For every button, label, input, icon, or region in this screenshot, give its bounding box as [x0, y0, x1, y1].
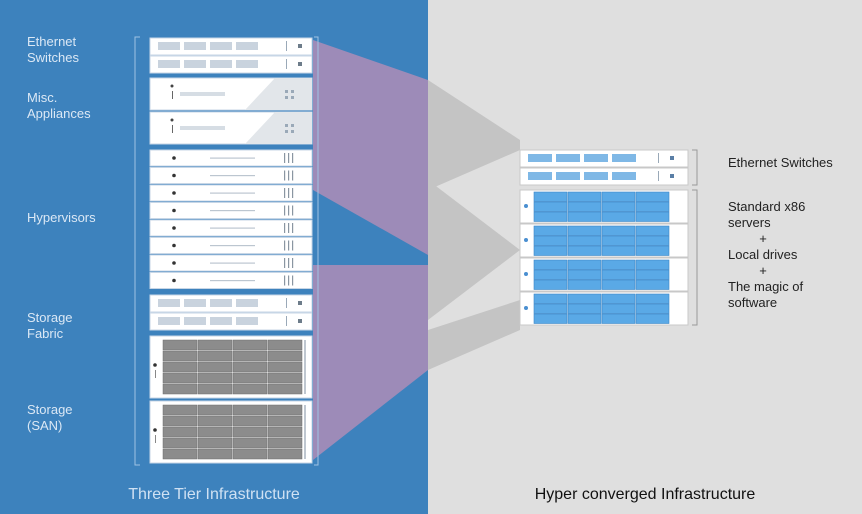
- ethernet-switch-unit: [149, 37, 313, 56]
- san-storage-array: [149, 335, 313, 399]
- label-line: software: [728, 295, 778, 310]
- label-line: Storage: [27, 310, 73, 325]
- fabric-switch-unit: [149, 312, 313, 331]
- hci-server-node: [519, 257, 689, 292]
- label-line: Local drives: [728, 247, 798, 262]
- hypervisor-unit: [149, 167, 313, 184]
- label-line: servers: [728, 215, 771, 230]
- arrow-purple-top: [313, 40, 428, 255]
- arrow-head-gray: [428, 180, 520, 320]
- hypervisor-stack: [149, 149, 313, 289]
- hypervisor-unit: [149, 254, 313, 272]
- left-rack: [149, 37, 313, 464]
- hypervisor-unit: [149, 149, 313, 167]
- plus-sign: +: [759, 231, 767, 246]
- label-storage-san: Storage (SAN): [27, 402, 73, 434]
- arrow-gray-bottom: [428, 300, 520, 370]
- label-hypervisors: Hypervisors: [27, 210, 96, 225]
- label-line: Appliances: [27, 106, 91, 121]
- san-storage-array: [149, 400, 313, 464]
- hypervisor-unit: [149, 202, 313, 219]
- label-line: (SAN): [27, 418, 63, 433]
- hci-server-node: [519, 189, 689, 224]
- label-hci-ethernet-switches: Ethernet Switches: [728, 155, 833, 170]
- label-line: Misc.: [27, 90, 58, 105]
- left-brackets: [134, 36, 319, 466]
- hypervisor-unit: [149, 237, 313, 254]
- label-line: The magic of: [728, 279, 804, 294]
- hci-server-node: [519, 223, 689, 258]
- label-line: Storage: [27, 402, 73, 417]
- transition-arrows: [313, 40, 520, 460]
- label-hci-components: Standard x86 servers + Local drives + Th…: [728, 199, 828, 311]
- hci-switch-unit: [519, 167, 689, 186]
- label-line: Standard x86: [728, 199, 806, 214]
- hypervisor-unit: [149, 219, 313, 237]
- label-ethernet-switches: Ethernet Switches: [27, 34, 79, 66]
- appliance-unit: [149, 111, 313, 145]
- label-line: Ethernet: [27, 34, 77, 49]
- plus-sign: +: [759, 263, 767, 278]
- right-panel-title: Hyper converged Infrastructure: [534, 486, 756, 503]
- label-line: Switches: [27, 50, 80, 65]
- hypervisor-unit: [149, 272, 313, 289]
- hci-node-stack: [519, 189, 689, 326]
- label-storage-fabric: Storage Fabric: [27, 310, 73, 342]
- appliance-unit: [149, 77, 313, 111]
- fabric-switch-unit: [149, 294, 313, 313]
- ethernet-switch-unit: [149, 55, 313, 74]
- label-line: Fabric: [27, 326, 64, 341]
- right-rack: [519, 149, 698, 326]
- label-misc-appliances: Misc. Appliances: [27, 90, 91, 122]
- left-panel-title: Three Tier Infrastructure: [128, 486, 300, 503]
- arrow-purple-bottom: [313, 265, 428, 460]
- hypervisor-unit: [149, 184, 313, 202]
- arrow-gray-top: [428, 80, 520, 190]
- hci-server-node: [519, 291, 689, 326]
- hci-switch-unit: [519, 149, 689, 168]
